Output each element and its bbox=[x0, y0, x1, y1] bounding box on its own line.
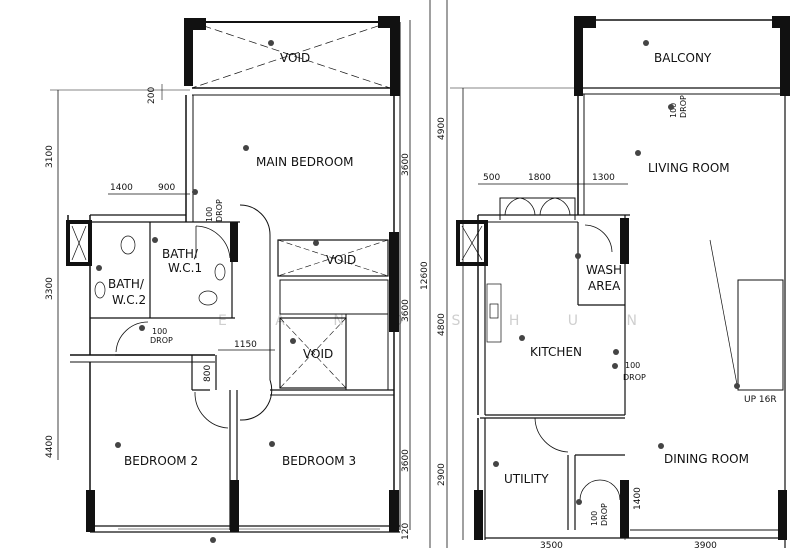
room-bedroom-3: BEDROOM 3 bbox=[282, 454, 356, 468]
dim-1400-right: 1400 bbox=[633, 487, 643, 510]
right-plan-columns bbox=[456, 16, 790, 540]
dim-12600: 12600 bbox=[420, 261, 430, 290]
room-main-bedroom: MAIN BEDROOM bbox=[256, 155, 354, 169]
right-plan-walls bbox=[446, 0, 790, 548]
room-utility: UTILITY bbox=[504, 472, 549, 486]
marker-dots bbox=[96, 40, 740, 543]
room-wash-area-line2: AREA bbox=[588, 279, 621, 293]
room-bath-wc2-line1: BATH/ bbox=[108, 277, 145, 291]
dim-1400-left: 1400 bbox=[110, 183, 133, 193]
dim-1800: 1800 bbox=[528, 173, 551, 183]
room-bath-wc1-line1: BATH/ bbox=[162, 247, 199, 261]
dim-1300: 1300 bbox=[592, 173, 615, 183]
left-plan-details bbox=[71, 225, 226, 306]
dim-4400: 4400 bbox=[45, 435, 55, 458]
dim-4900: 4900 bbox=[437, 117, 447, 140]
room-wash-area-line1: WASH bbox=[586, 263, 622, 277]
dim-4800: 4800 bbox=[437, 313, 447, 336]
room-void-stair: VOID bbox=[303, 347, 333, 361]
room-bath-wc2-line2: W.C.2 bbox=[112, 293, 146, 307]
stair-up-label: UP 16R bbox=[744, 395, 777, 405]
dim-900: 900 bbox=[158, 183, 175, 193]
right-plan-details bbox=[461, 225, 502, 343]
room-living-room: LIVING ROOM bbox=[648, 161, 730, 175]
drop-bath1-text: DROP bbox=[215, 199, 224, 222]
room-balcony: BALCONY bbox=[654, 51, 712, 65]
dim-800: 800 bbox=[203, 365, 213, 382]
left-plan-columns bbox=[66, 16, 400, 532]
drop-balcony-text: DROP bbox=[679, 95, 688, 118]
drop-utility-text: DROP bbox=[600, 503, 609, 526]
watermark-text: E A N D S H U N bbox=[218, 313, 659, 329]
dim-3100: 3100 bbox=[45, 145, 55, 168]
dim-3900: 3900 bbox=[694, 541, 717, 548]
room-bath-wc1-line2: W.C.1 bbox=[168, 261, 202, 275]
drop-kitchen-text: DROP bbox=[623, 373, 646, 382]
drop-bath2-text: DROP bbox=[150, 336, 173, 345]
drop-utility-value: 100 bbox=[590, 511, 599, 526]
drop-kitchen-value: 100 bbox=[625, 361, 640, 370]
dim-120: 120 bbox=[401, 523, 411, 540]
room-kitchen: KITCHEN bbox=[530, 345, 582, 359]
dim-500: 500 bbox=[483, 173, 500, 183]
drop-labels: 100 DROP 100 DROP 100 DROP 100 DROP 100 … bbox=[150, 95, 688, 526]
left-plan-walls bbox=[50, 0, 431, 548]
drop-bath2-value: 100 bbox=[152, 327, 167, 336]
room-dining-room: DINING ROOM bbox=[664, 452, 749, 466]
drop-bath1-value: 100 bbox=[205, 207, 214, 222]
dim-1150: 1150 bbox=[234, 340, 257, 350]
drop-balcony-value: 100 bbox=[669, 103, 678, 118]
dim-3600-b: 3600 bbox=[401, 299, 411, 322]
room-void-mid: VOID bbox=[326, 253, 356, 267]
room-void-top: VOID bbox=[280, 51, 310, 65]
room-labels: VOID MAIN BEDROOM BATH/ W.C.1 BATH/ W.C.… bbox=[108, 51, 777, 486]
dim-3500: 3500 bbox=[540, 541, 563, 548]
dim-200: 200 bbox=[147, 87, 157, 104]
room-bedroom-2: BEDROOM 2 bbox=[124, 454, 198, 468]
dim-3600-c: 3600 bbox=[401, 449, 411, 472]
dimension-labels: 3100 3300 4400 200 1400 900 1150 800 360… bbox=[45, 87, 717, 548]
dim-3600-a: 3600 bbox=[401, 153, 411, 176]
dim-2900: 2900 bbox=[437, 463, 447, 486]
dim-3300: 3300 bbox=[45, 277, 55, 300]
